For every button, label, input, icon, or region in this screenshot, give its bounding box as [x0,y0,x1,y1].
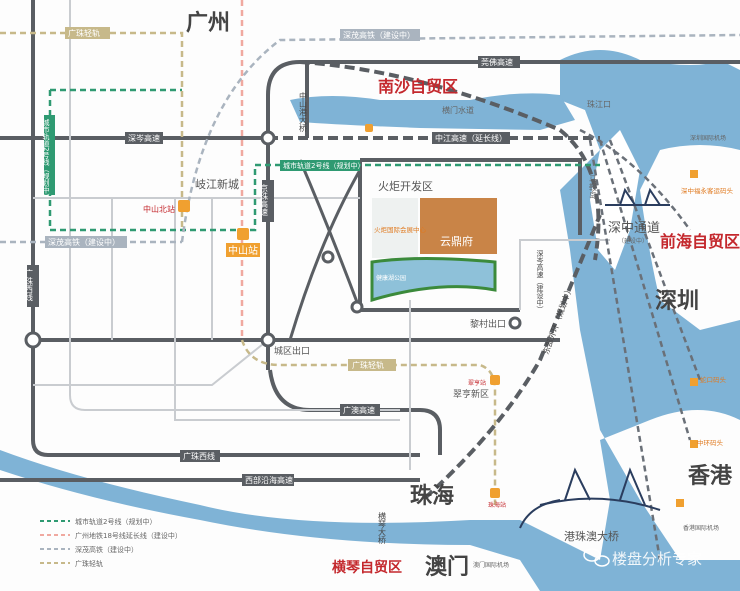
city-hongkong: 香港 [688,464,733,489]
place-central-pier: 中环码头 [697,438,724,447]
city-macau: 澳门 [425,554,469,580]
place-maan: 马鞍岛 [589,175,598,200]
place-cuiheng: 翠亨新区 [453,388,489,400]
interchanges [24,130,522,349]
label-shenzhong-status: （建设中） [618,237,648,245]
station-zhuhai: 珠海站 [488,501,506,509]
legend-item: 广珠轻轨 [75,559,103,568]
label-shencen-build: 深岑高速（建设中） [536,249,544,313]
place-macau-airport: 澳门国际机场 [473,561,509,569]
zone-nansha: 南沙自贸区 [378,77,458,96]
place-chengqu: 城区出口 [274,345,310,357]
place-fuyong-pier: 深中福永客运码头 [681,186,734,195]
label-western-coastal: 西部沿海高速 [245,475,293,485]
station-zs-north: 中山北站 [143,204,175,214]
city-guangzhou: 广州 [186,10,230,36]
label-guanfo: 莞佛高速 [481,57,513,67]
legend-item: 深茂高铁（建设中） [75,545,138,554]
stations [178,124,698,507]
label-jingzhu: 京珠高速 [260,183,269,217]
place-expo: 火炬国际会展中心 [374,225,427,234]
station-cuiheng: 翠亨站 [468,379,486,387]
place-park: 健康湖公园 [376,274,406,282]
zone-hengqin: 横琴自贸区 [332,559,402,576]
legend-item: 城市轨道2号线（规划中） [75,517,156,526]
label-guangzhu-light: 广珠轻轨 [68,28,100,38]
place-qijiang: 岐江新城 [195,177,239,191]
legend: 城市轨道2号线（规划中） 广州地铁18号线延长线（建设中） 深茂高铁（建设中） … [40,517,182,568]
label-shenmao-hsr-2: 深茂高铁（建设中） [48,237,120,247]
label-metro2-vertical: 城市轨道2号线（规划中） [42,119,50,200]
label-zhongshan-bridge: 中山港大桥 [299,91,308,133]
label-guangzhu-west: 广珠西线 [183,451,215,461]
minor-roads [33,0,610,470]
place-torch: 火炬开发区 [378,179,433,193]
watermark: 楼盘分析专家 [612,550,702,568]
place-pearl-mouth: 珠江口 [587,99,611,109]
legend-item: 广州地铁18号线延长线（建设中） [75,531,182,540]
place-sz-airport: 深圳国际机场 [690,134,726,142]
label-shenmao-hsr: 深茂高铁（建设中） [343,30,415,40]
lake-park [370,257,497,303]
label-guangzhu-light-2: 广珠轻轨 [352,360,384,370]
city-zhuhai: 珠海 [410,483,454,509]
label-metro2: 城市轨道2号线（规划中） [283,161,364,170]
project-name[interactable]: 云鼎府 [440,234,473,248]
label-zhongjiang: 中江高速（延长线） [435,133,507,143]
label-hzm-bridge: 港珠澳大桥 [564,529,619,543]
zone-qianhai: 前海自贸区 [660,232,740,251]
wechat-icon [583,548,610,567]
place-hengmen: 横门水道 [442,105,474,115]
place-hk-airport: 香港国际机场 [683,524,719,532]
label-hengqin-bridge: 横琴大桥 [378,511,387,545]
place-shekou-pier: 蛇口码头 [700,375,727,384]
label-guangao: 广澳高速 [343,405,375,415]
place-licun: 黎村出口 [470,318,506,330]
label-guangzhu-west-vertical: 广珠西线 [25,268,34,301]
water [0,50,740,591]
label-east-ring: 东部外环（规划中） [540,285,574,356]
expo-center-block [372,198,418,258]
label-shenzhong: 深中通道 [608,221,660,236]
label-shencen: 深岑高速 [128,133,160,143]
project-block[interactable] [420,198,497,254]
city-shenzhen: 深圳 [655,289,699,314]
station-zs: 中山站 [228,244,258,257]
bridges [519,187,670,529]
